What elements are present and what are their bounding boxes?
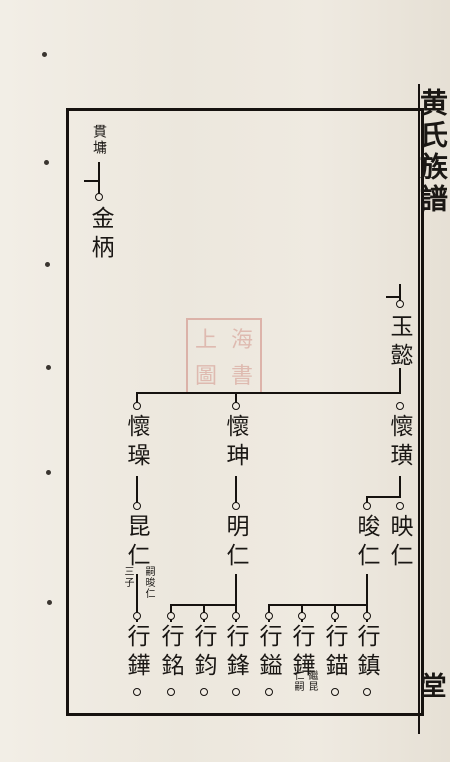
lineage-line [399,476,401,498]
lineage-node [133,402,141,410]
person-name: 行銘 [157,624,183,682]
person-name: 行鎮 [353,624,379,682]
lineage-node [363,688,371,696]
lineage-node [363,612,371,620]
binding-hole [46,365,51,370]
lineage-node [200,612,208,620]
lineage-node [232,402,240,410]
lineage-node [232,502,240,510]
lineage-node [133,688,141,696]
lineage-node [167,688,175,696]
lineage-line [136,574,138,622]
binding-hole [47,600,52,605]
person-name: 行鏵 [288,624,314,682]
lineage-line [235,392,237,404]
person-name: 行鋒 [222,624,248,682]
lineage-node [396,300,404,308]
lineage-node [331,688,339,696]
lineage-node [396,502,404,510]
spine-label: 堂 [416,672,446,702]
lineage-line [235,476,237,504]
lineage-node [363,502,371,510]
person-name: 明仁 [222,514,248,572]
lineage-node [396,402,404,410]
person-name: 行錨 [321,624,347,682]
lineage-node [232,612,240,620]
lineage-line [366,496,368,504]
seal-char: 圖 [194,364,217,389]
genealogy-frame [66,108,424,716]
lineage-line [399,284,401,306]
page-title: 黄氏族譜 [416,88,449,216]
lineage-line [84,180,100,182]
lineage-line [136,392,138,404]
binding-hole [44,160,49,165]
binding-hole [42,52,47,57]
lineage-node [331,612,339,620]
lineage-line [366,496,400,498]
lineage-line [268,604,368,606]
person-name: 行鎰 [255,624,281,682]
person-name: 行鏵 [123,624,149,682]
adoption-note: 三子 [122,566,133,588]
lineage-node [133,612,141,620]
person-name: 懷珅 [222,414,248,472]
person-name: 晙仁 [353,514,379,572]
person-name: 懷璪 [123,414,149,472]
adoption-note: 繼昆 [306,670,317,692]
lineage-line [136,476,138,504]
person-name: 昆仁 [123,514,149,572]
seal-char: 上 [194,328,217,353]
seal-char: 書 [230,364,253,389]
lineage-node [232,688,240,696]
person-name: 映仁 [386,514,412,572]
lineage-node [200,688,208,696]
lineage-node [133,502,141,510]
lineage-node [167,612,175,620]
person-name: 貫墉 [91,124,107,156]
person-name: 行鈞 [190,624,216,682]
lineage-line [136,392,400,394]
lineage-node [298,612,306,620]
seal-char: 海 [230,328,253,353]
library-seal: 上 海 圖 書 [186,318,262,394]
lineage-line [235,574,237,622]
adoption-note: 仁嗣 [292,670,303,692]
person-name: 懷璜 [386,414,412,472]
binding-hole [46,470,51,475]
page-margin-strip [418,84,448,734]
binding-hole [45,262,50,267]
lineage-line [399,368,401,394]
lineage-line [386,296,400,298]
lineage-line [366,574,368,622]
lineage-node [95,193,103,201]
lineage-node [265,688,273,696]
adoption-note: 嗣晙仁 [143,566,154,599]
person-name: 金柄 [87,206,113,264]
lineage-node [265,612,273,620]
person-name: 玉懿 [386,314,412,372]
